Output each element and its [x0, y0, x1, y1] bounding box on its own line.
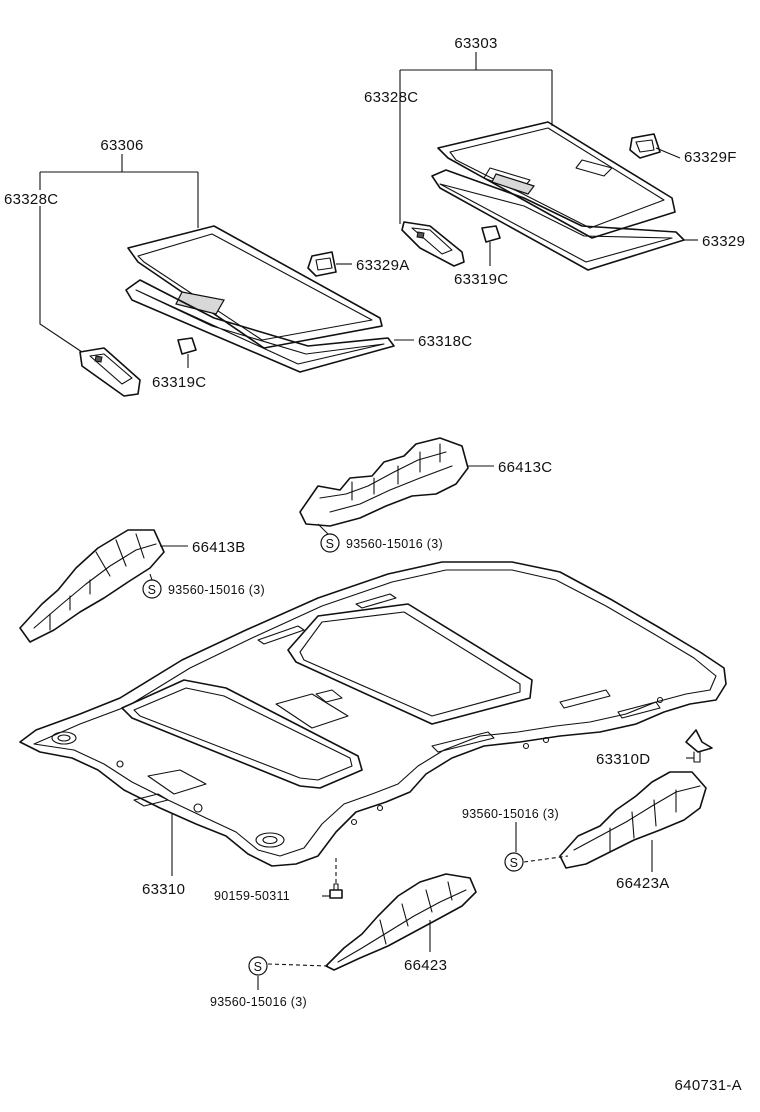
s-symbol-c: S: [504, 852, 524, 872]
label-63328c-left: 63328C: [4, 191, 58, 208]
s-symbol-text: S: [148, 583, 157, 597]
sunshade-assembly-right: [401, 121, 685, 271]
label-66413b: 66413B: [192, 539, 246, 556]
clip-63310d: [685, 729, 713, 763]
label-63306: 63306: [100, 137, 143, 154]
label-66413c: 66413C: [498, 459, 552, 476]
label-63310: 63310: [142, 881, 185, 898]
label-63303: 63303: [454, 35, 497, 52]
sunshade-assembly-left: [79, 225, 395, 397]
bracket-66423a: [559, 771, 707, 869]
label-93560-b: 93560-15016 (3): [168, 583, 265, 597]
bracket-66413b: [19, 529, 165, 643]
s-symbol-text: S: [254, 960, 263, 974]
label-63328c-right: 63328C: [364, 89, 418, 106]
label-90159: 90159-50311: [214, 889, 290, 903]
label-63329: 63329: [702, 233, 745, 250]
label-63310d: 63310D: [596, 751, 650, 768]
label-63319c-left: 63319C: [152, 374, 206, 391]
s-symbol-a: S: [320, 533, 340, 553]
label-66423a: 66423A: [616, 875, 670, 892]
s-symbol-text: S: [326, 537, 335, 551]
s-symbol-d: S: [248, 956, 268, 976]
bracket-66413c: [299, 437, 469, 527]
leader-lines: [39, 52, 698, 990]
figure-code: 640731-A: [675, 1077, 742, 1094]
label-93560-c: 93560-15016 (3): [462, 807, 559, 821]
label-93560-a: 93560-15016 (3): [346, 537, 443, 551]
bracket-66423: [325, 873, 477, 971]
label-63329f: 63329F: [684, 149, 737, 166]
label-93560-d: 93560-15016 (3): [210, 995, 307, 1009]
s-symbol-text: S: [510, 856, 519, 870]
label-63318c: 63318C: [418, 333, 472, 350]
screw-90159-50311: [329, 883, 343, 899]
s-symbol-b: S: [142, 579, 162, 599]
label-63319c-right: 63319C: [454, 271, 508, 288]
roof-headliner: [19, 561, 727, 867]
label-63329a: 63329A: [356, 257, 410, 274]
label-66423: 66423: [404, 957, 447, 974]
